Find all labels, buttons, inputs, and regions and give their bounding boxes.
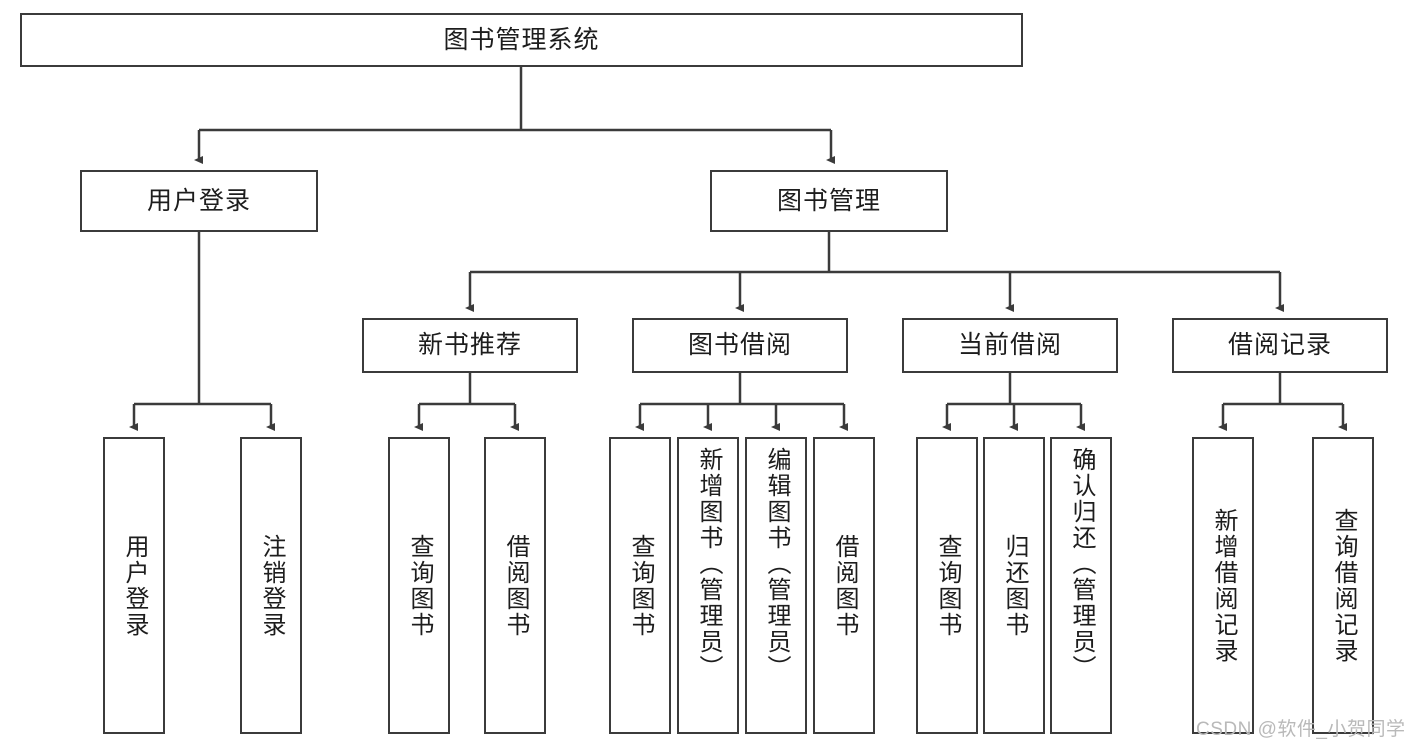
node-root[interactable]: 图书管理系统: [20, 13, 1023, 67]
node-book-manage-label: 图书管理: [776, 186, 881, 215]
node-leaf-user-login[interactable]: 用户登录: [103, 437, 165, 734]
node-user-login[interactable]: 用户登录: [80, 170, 318, 232]
node-leaf-edit-book-admin[interactable]: 编辑图书（管理员）: [745, 437, 807, 734]
node-leaf-return-book[interactable]: 归还图书: [983, 437, 1045, 734]
node-new-book-rec-label: 新书推荐: [417, 331, 522, 360]
node-leaf-borrow-book[interactable]: 借阅图书: [813, 437, 875, 734]
node-leaf-return-book-label: 归还图书: [1001, 533, 1029, 638]
node-leaf-logout-label: 注销登录: [258, 533, 286, 638]
node-leaf-edit-book-admin-label: 编辑图书（管理员）: [763, 447, 791, 681]
node-user-login-label: 用户登录: [146, 186, 251, 215]
node-leaf-borrow-book-label: 借阅图书: [831, 533, 859, 638]
node-leaf-borrow-book-rec[interactable]: 借阅图书: [484, 437, 546, 734]
node-leaf-add-borrow-record-label: 新增借阅记录: [1210, 507, 1238, 664]
node-leaf-user-login-label: 用户登录: [121, 533, 149, 638]
node-book-manage[interactable]: 图书管理: [710, 170, 948, 232]
node-leaf-add-borrow-record[interactable]: 新增借阅记录: [1192, 437, 1254, 734]
node-leaf-confirm-return-admin-label: 确认归还（管理员）: [1068, 447, 1096, 681]
csdn-watermark: CSDN @软件_小贺同学: [1196, 719, 1405, 740]
node-leaf-query-borrow-record[interactable]: 查询借阅记录: [1312, 437, 1374, 734]
node-leaf-query-book-borrow[interactable]: 查询图书: [609, 437, 671, 734]
node-leaf-add-book-admin-label: 新增图书（管理员）: [695, 447, 723, 681]
node-new-book-rec[interactable]: 新书推荐: [362, 318, 578, 373]
node-current-borrow-label: 当前借阅: [957, 331, 1062, 360]
node-book-borrow[interactable]: 图书借阅: [632, 318, 848, 373]
node-leaf-query-book-rec[interactable]: 查询图书: [388, 437, 450, 734]
node-leaf-add-book-admin[interactable]: 新增图书（管理员）: [677, 437, 739, 734]
node-leaf-query-borrow-record-label: 查询借阅记录: [1330, 507, 1358, 664]
node-root-label: 图书管理系统: [443, 25, 600, 54]
node-book-borrow-label: 图书借阅: [687, 331, 792, 360]
node-current-borrow[interactable]: 当前借阅: [902, 318, 1118, 373]
node-leaf-query-book-borrow-label: 查询图书: [627, 533, 655, 638]
node-borrow-record-label: 借阅记录: [1227, 331, 1332, 360]
node-leaf-logout[interactable]: 注销登录: [240, 437, 302, 734]
node-leaf-query-book-current[interactable]: 查询图书: [916, 437, 978, 734]
node-leaf-query-book-rec-label: 查询图书: [406, 533, 434, 638]
node-leaf-confirm-return-admin[interactable]: 确认归还（管理员）: [1050, 437, 1112, 734]
node-borrow-record[interactable]: 借阅记录: [1172, 318, 1388, 373]
node-leaf-borrow-book-rec-label: 借阅图书: [502, 533, 530, 638]
node-leaf-query-book-current-label: 查询图书: [934, 533, 962, 638]
